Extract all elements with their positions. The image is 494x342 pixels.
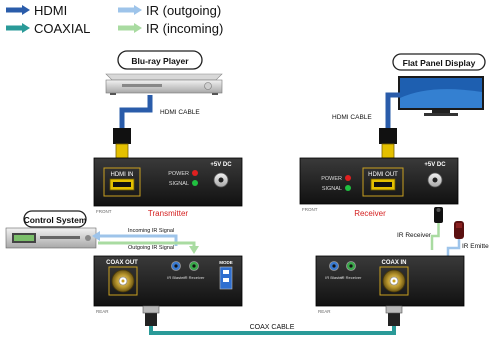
receiver-signal-label: SIGNAL	[322, 186, 342, 192]
transmitter-name: Transmitter	[148, 209, 188, 218]
transmitter-ir-receiver-label: IR Receiver	[184, 275, 206, 280]
bluray-device-icon	[105, 73, 223, 95]
receiver-front-caption: FRONT	[302, 207, 318, 212]
receiver-dc-label: +5V DC	[424, 162, 446, 168]
hdmi-cable-right-label: HDMI CABLE	[332, 114, 372, 121]
receiver-name: Receiver	[354, 209, 386, 218]
tv-icon	[398, 76, 484, 116]
legend-ir-incoming-label: IR (incoming)	[146, 21, 223, 36]
bluray-label-bubble	[117, 50, 203, 70]
hdmi-cable-right	[379, 92, 400, 159]
legend: HDMI COAXIAL IR (outgoing) IR (incoming)	[6, 3, 223, 36]
legend-coaxial-label: COAXIAL	[34, 21, 90, 36]
legend-coaxial-arrow	[6, 23, 30, 33]
legend-hdmi-arrow	[6, 5, 30, 15]
transmitter-dc-label: +5V DC	[210, 162, 232, 168]
flat-panel-label-bubble	[392, 53, 486, 71]
transmitter-front-caption: FRONT	[96, 209, 112, 214]
coax-cable	[142, 305, 403, 335]
incoming-ir-signal-label: Incoming IR Signal	[128, 228, 174, 234]
ir-incoming-line	[98, 241, 199, 254]
hdmi-cable-left	[113, 95, 153, 159]
bluray-label: Blu-ray Player	[131, 56, 189, 66]
transmitter-hdmi-port-label: HDMI IN	[111, 172, 134, 178]
control-system-label-bubble	[23, 210, 87, 228]
hdmi-cable-left-label: HDMI CABLE	[160, 109, 200, 116]
control-system: Control System	[5, 210, 97, 249]
control-system-device-icon	[5, 227, 97, 249]
outgoing-ir-signal-label: Outgoing IR Signal	[128, 245, 174, 251]
legend-ir-incoming-arrow	[118, 23, 142, 33]
legend-ir-outgoing-label: IR (outgoing)	[146, 3, 221, 18]
transmitter-coax-port-label: COAX OUT	[106, 260, 138, 266]
transmitter-rear-caption: REAR	[96, 309, 109, 314]
transmitter-ir-blaster-label: IR Blaster	[167, 275, 185, 280]
receiver-front-panel: POWER SIGNAL HDMI OUT +5V DC	[299, 157, 459, 205]
transmitter-power-label: POWER	[168, 171, 189, 177]
legend-hdmi-label: HDMI	[34, 3, 67, 18]
receiver-ir-receiver-label: IR Receiver	[341, 275, 363, 280]
transmitter-power-led	[192, 170, 198, 176]
ir-receiver-label: IR Receiver	[397, 232, 432, 239]
receiver-ir-blaster-label: IR Blaster	[325, 275, 343, 280]
legend-ir-outgoing-arrow	[118, 5, 142, 15]
ir-emitter-label: IR Emitte	[462, 243, 489, 250]
receiver-power-led	[345, 175, 351, 181]
transmitter-rear-panel: COAX OUT IR Blaster IR Receiver MODE	[93, 255, 243, 307]
flat-panel-display: Flat Panel Display	[392, 53, 486, 116]
coax-connector-left	[142, 305, 160, 326]
receiver-rear-panel: IR Blaster IR Receiver COAX IN	[315, 255, 465, 307]
receiver-coax-port-label: COAX IN	[381, 260, 406, 266]
transmitter-signal-label: SIGNAL	[169, 181, 189, 187]
bluray-player: Blu-ray Player	[105, 50, 223, 95]
receiver-hdmi-port-label: HDMI OUT	[368, 172, 398, 178]
receiver-signal-led	[345, 185, 351, 191]
transmitter-mode-label: MODE	[219, 260, 233, 265]
receiver-power-label: POWER	[321, 176, 342, 182]
transmitter-front-panel: HDMI IN POWER SIGNAL +5V DC	[93, 157, 243, 207]
ir-emitter-probe	[446, 221, 464, 256]
coax-cable-label: COAX CABLE	[250, 324, 295, 331]
coax-connector-right	[385, 305, 403, 326]
transmitter-signal-led	[192, 180, 198, 186]
ir-receiver-probe	[430, 207, 443, 250]
flat-panel-label: Flat Panel Display	[403, 58, 476, 68]
receiver-rear-caption: REAR	[318, 309, 331, 314]
control-system-label: Control System	[24, 215, 87, 225]
